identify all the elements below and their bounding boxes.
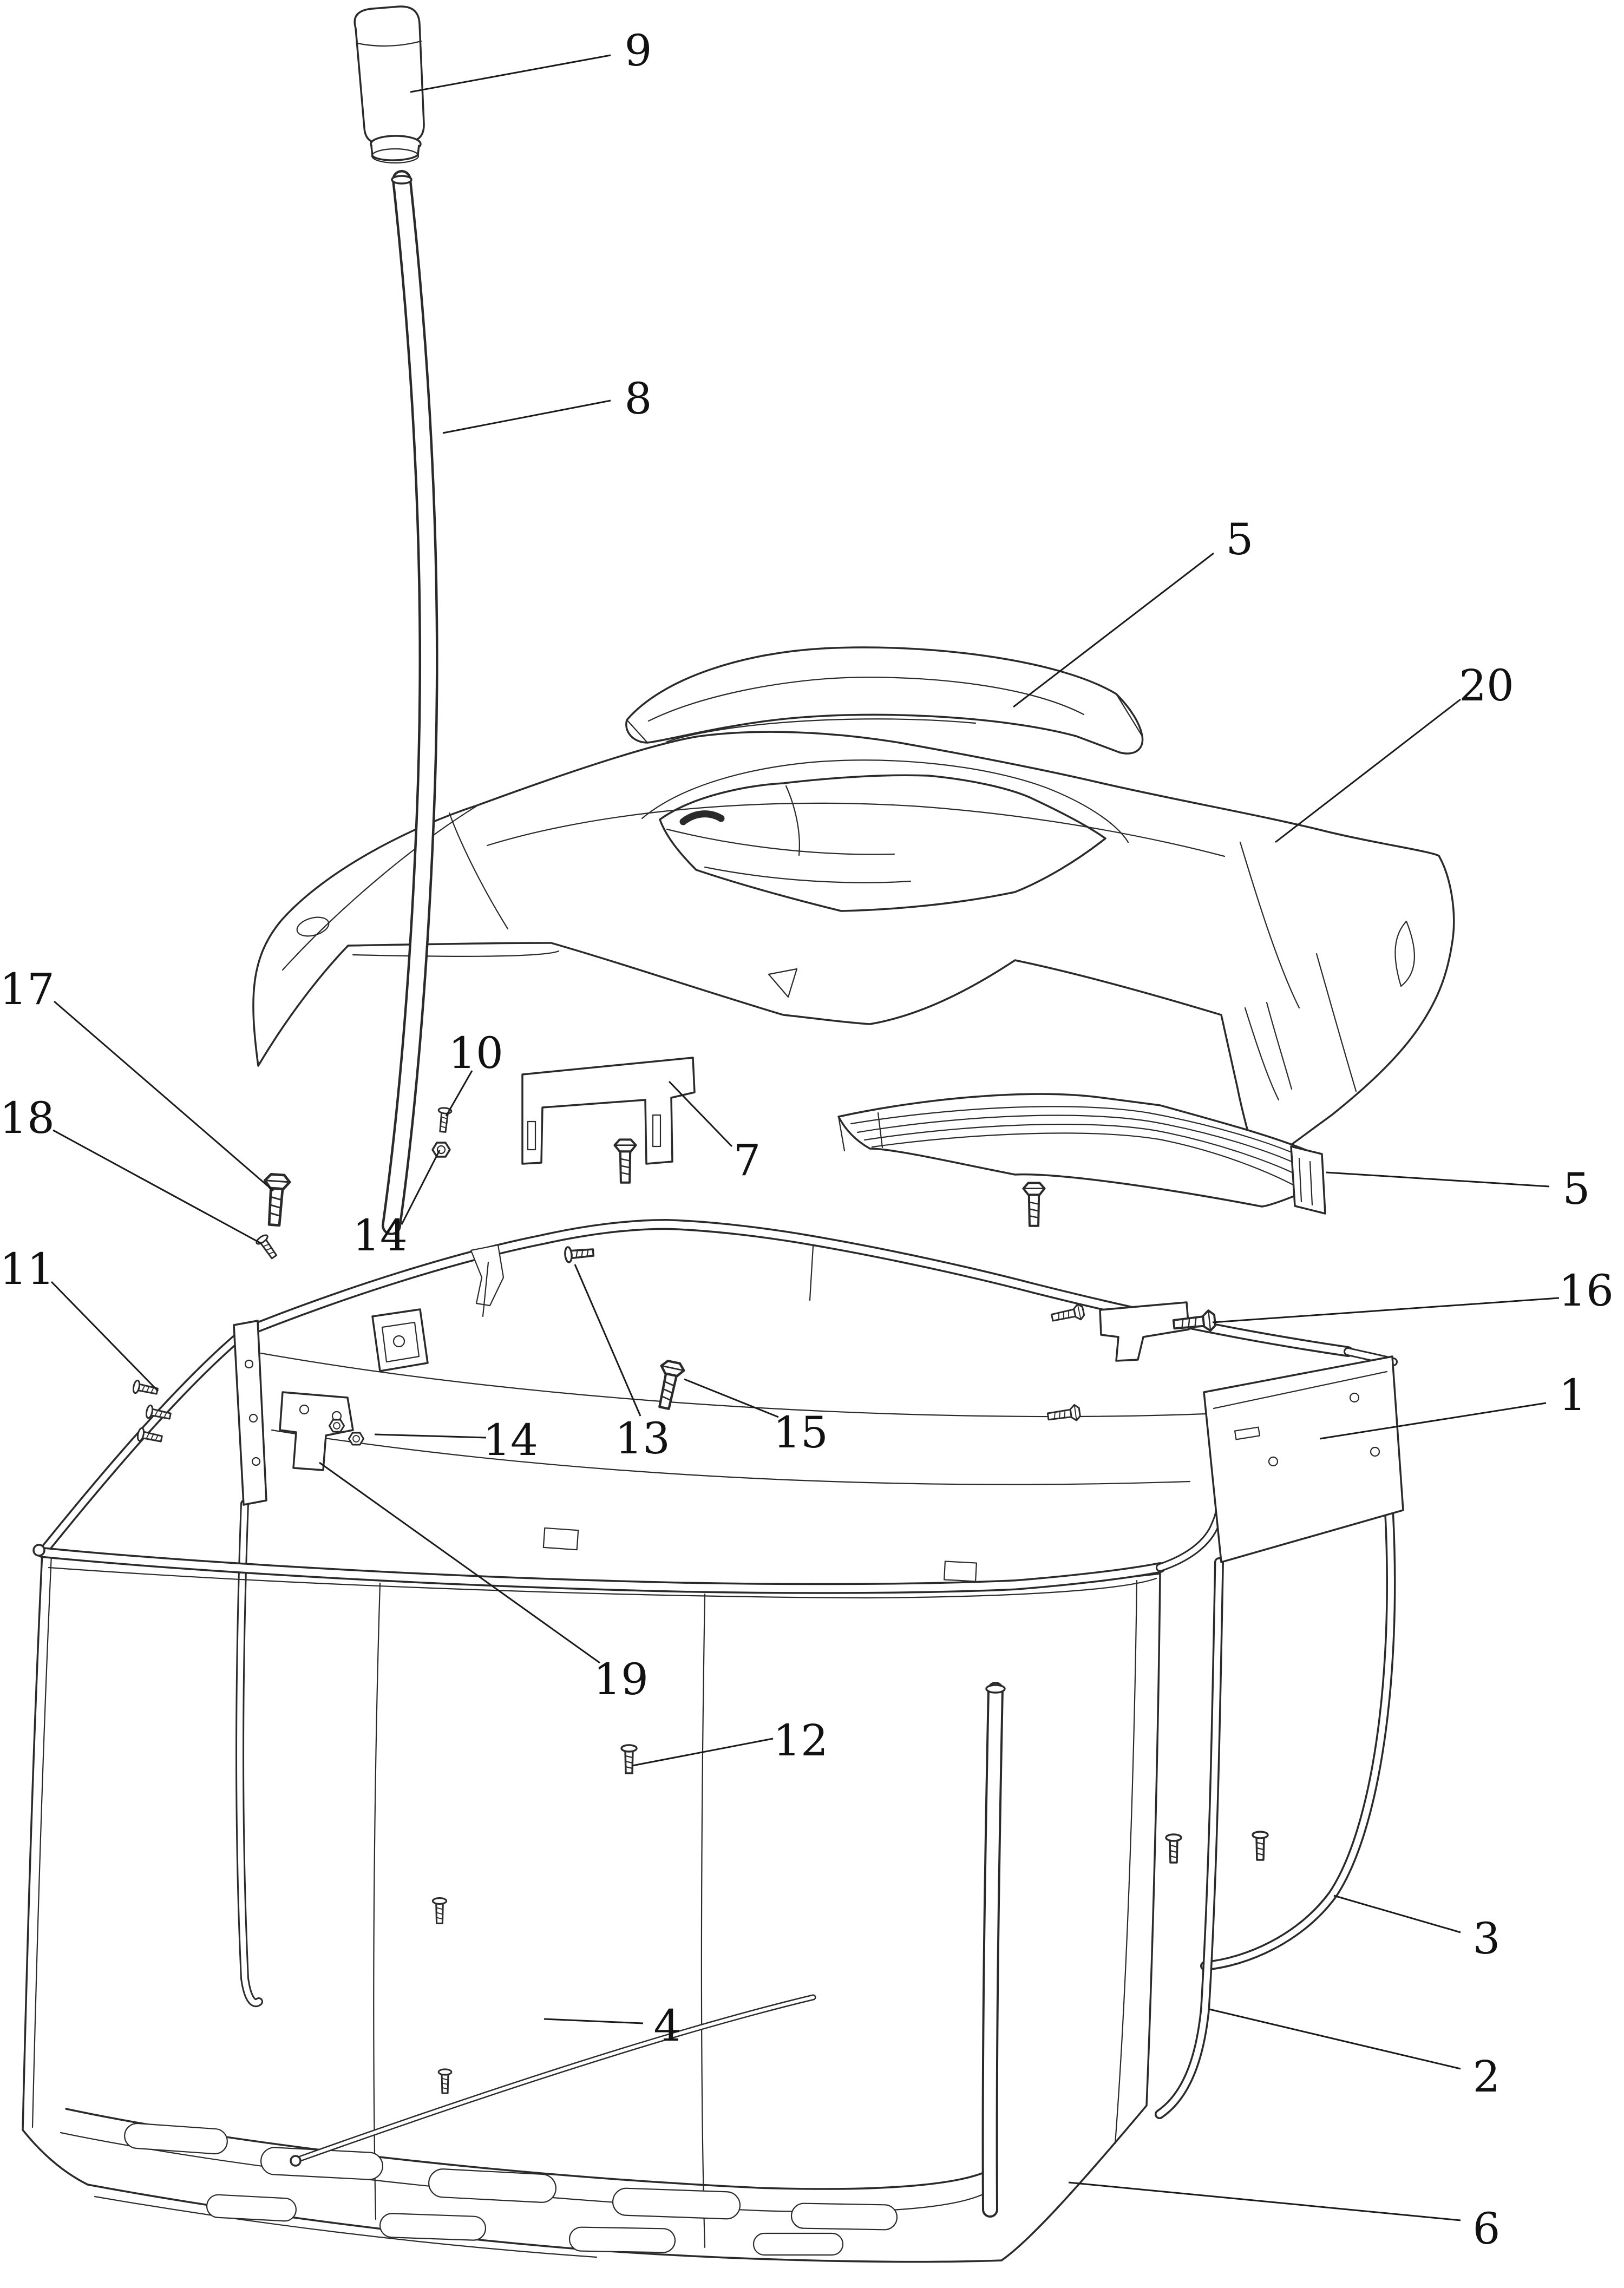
leader-5-top — [1013, 552, 1214, 708]
callout-1: 1 — [1558, 1370, 1587, 1420]
callout-20: 20 — [1459, 660, 1514, 711]
leader-8 — [442, 399, 611, 434]
part-inner-support-tube — [235, 1499, 1006, 2218]
leader-9 — [410, 54, 611, 93]
leader-4 — [543, 2018, 644, 2024]
part-mount-bracket — [279, 1391, 354, 1471]
callout-10: 10 — [448, 1028, 503, 1078]
screw-13 — [564, 1244, 595, 1264]
pin-18 — [254, 1232, 280, 1262]
leader-12 — [632, 1738, 774, 1767]
leader-13 — [574, 1264, 641, 1417]
leader-lines — [50, 54, 1560, 2221]
callout-9: 9 — [624, 25, 652, 76]
leader-2 — [1209, 2008, 1461, 2070]
part-rear-bracket — [521, 1057, 696, 1165]
part-handle-grip — [353, 5, 425, 164]
bolt-under-lid-left — [614, 1139, 636, 1182]
part-lid — [252, 731, 1455, 1170]
part-frame-assembly — [32, 1218, 1404, 1599]
callout-18: 18 — [0, 1093, 55, 1143]
callout-19: 19 — [593, 1654, 649, 1704]
leader-14-lower — [374, 1433, 487, 1439]
screw-bag-right-b — [1252, 1831, 1269, 1861]
screw-bag-right-a — [1165, 1833, 1182, 1864]
callout-5-right: 5 — [1562, 1164, 1590, 1214]
leader-11 — [50, 1281, 159, 1392]
leader-7 — [668, 1080, 733, 1148]
callout-5-top: 5 — [1226, 514, 1254, 565]
callout-17: 17 — [0, 964, 55, 1014]
screw-11-a — [132, 1379, 160, 1399]
leader-15 — [684, 1378, 779, 1418]
part-frame-tube-lower — [1155, 1557, 1224, 2119]
part-vent-grille — [837, 1093, 1326, 1215]
callout-16: 16 — [1558, 1266, 1614, 1316]
part-bag — [22, 1551, 1161, 2263]
callout-6: 6 — [1472, 2204, 1501, 2254]
nut-14-lower-b — [348, 1432, 365, 1446]
leader-16 — [1212, 1297, 1560, 1323]
leader-6 — [1068, 2181, 1461, 2221]
leader-5-right — [1326, 1171, 1550, 1188]
callout-11: 11 — [0, 1244, 55, 1294]
nut-14-upper — [431, 1142, 451, 1158]
leader-17 — [54, 1000, 274, 1192]
callout-2: 2 — [1472, 2051, 1501, 2102]
callout-12: 12 — [773, 1715, 828, 1766]
part-support-rod — [290, 1994, 816, 2167]
leader-3 — [1333, 1894, 1461, 1933]
part-frame-tube-upper — [1200, 1506, 1396, 1971]
leader-14-upper — [401, 1150, 441, 1225]
callout-3: 3 — [1472, 1913, 1501, 1964]
part-lid-handle — [625, 646, 1144, 755]
nut-14-lower-a — [328, 1419, 345, 1433]
callout-13: 13 — [615, 1413, 670, 1464]
callout-15: 15 — [773, 1407, 828, 1458]
callout-14-upper: 14 — [352, 1210, 408, 1261]
bolt-17 — [262, 1174, 290, 1226]
part-handle-tube — [382, 170, 438, 1235]
leader-20 — [1275, 698, 1461, 843]
leader-19 — [319, 1461, 600, 1664]
bolt-under-lid-right — [1023, 1183, 1044, 1225]
leader-18 — [53, 1129, 263, 1245]
leader-10 — [445, 1070, 473, 1117]
callout-8: 8 — [624, 373, 652, 424]
callout-14-lower: 14 — [483, 1415, 538, 1465]
callout-7: 7 — [733, 1135, 761, 1185]
callout-4: 4 — [653, 2001, 682, 2051]
leader-1 — [1319, 1402, 1547, 1440]
